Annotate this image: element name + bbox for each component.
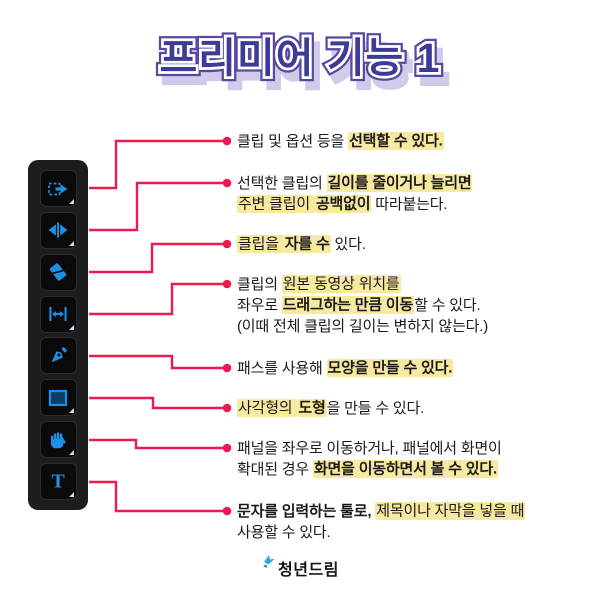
note-line: 클립 및 옵션 등을 선택할 수 있다. — [237, 131, 593, 152]
note-text-segment: 을 만들 수 있다. — [326, 399, 425, 417]
flyout-corner-icon — [68, 408, 74, 414]
note-text-segment: 도형 — [297, 399, 327, 417]
note-text-segment: 주변 클립이 — [237, 195, 315, 213]
note-block-5: 패스를 사용해 모양을 만들 수 있다. — [237, 358, 593, 379]
note-text-segment: 사각형의 — [237, 399, 298, 417]
note-line: 사용할 수 있다. — [237, 522, 593, 543]
connector-line — [89, 480, 224, 513]
flyout-corner-icon — [68, 491, 74, 497]
connector-dot — [222, 506, 232, 516]
note-text-segment: 할 수 있다. — [414, 296, 481, 314]
note-text-segment: 패스를 사용해 — [237, 359, 327, 377]
type-icon: T — [46, 469, 70, 493]
connector-line — [89, 181, 224, 232]
note-block-1: 클립 및 옵션 등을 선택할 수 있다. — [237, 131, 593, 152]
note-text-segment: 좌우로 — [237, 296, 282, 314]
tool-button-razor[interactable] — [39, 253, 77, 291]
tool-button-slip[interactable] — [39, 295, 77, 333]
note-text-segment: 모양을 만들 수 있다. — [326, 359, 454, 377]
page-title: 프리미어 기능 1 프리미어 기능 1 프리미어 기능 1 프리미어 기능 1 — [155, 30, 451, 95]
page-title-outline: 프리미어 기능 1 — [160, 35, 441, 81]
note-line: 문자를 입력하는 툴로, 제목이나 자막을 넣을 때 — [237, 501, 593, 522]
page-title-text: 프리미어 기능 1 — [160, 35, 441, 81]
pen-icon — [46, 344, 70, 368]
ripple-edit-icon — [46, 218, 70, 242]
flyout-corner-icon — [68, 450, 74, 456]
note-text-segment: 선택한 클립의 — [237, 174, 327, 192]
note-text-segment: 사용할 수 있다. — [237, 523, 331, 541]
note-text-segment: 자를 수 — [283, 235, 331, 253]
flyout-corner-icon — [68, 324, 74, 330]
note-line: 선택한 클립의 길이를 줄이거나 늘리면 — [237, 173, 593, 194]
note-line: 주변 클립이 공백없이 따라붙는다. — [237, 194, 593, 215]
connector-line — [89, 354, 224, 370]
note-block-3: 클립을 자를 수 있다. — [237, 234, 593, 255]
note-text-segment: 선택할 수 있다. — [348, 132, 444, 150]
logo-text: 청년드림 — [278, 562, 339, 579]
connector-dot — [222, 136, 232, 146]
note-line: 좌우로 드래그하는 만큼 이동할 수 있다. — [237, 295, 593, 316]
connector-dot — [222, 279, 232, 289]
note-text-segment: 드래그하는 만큼 이동 — [281, 296, 415, 314]
note-text-segment: 화면을 이동하면서 볼 수 있다. — [312, 460, 498, 478]
tool-button-type[interactable]: T — [39, 462, 77, 500]
note-text-segment: 확대된 경우 — [237, 460, 313, 478]
connector-line — [89, 396, 224, 410]
note-line: 확대된 경우 화면을 이동하면서 볼 수 있다. — [237, 459, 593, 480]
note-text-segment: 원본 동영상 위치를 — [281, 275, 401, 293]
toolbar: T — [28, 160, 88, 510]
footer-logo: 청년드림 — [0, 555, 600, 580]
tool-button-track-select-forward[interactable] — [39, 170, 77, 207]
note-text-segment: 제목이나 자막을 넣을 때 — [375, 502, 526, 520]
note-text-segment: 클립을 — [237, 235, 284, 253]
note-text-segment: 패널을 좌우로 이동하거나, 패널에서 화면이 — [237, 439, 502, 457]
note-text-segment: 길이를 줄이거나 늘리면 — [326, 174, 473, 192]
note-text-segment: 클립 및 옵션 등을 — [237, 132, 349, 150]
track-select-forward-icon — [46, 177, 70, 201]
rectangle-icon — [46, 386, 70, 410]
tool-button-hand[interactable] — [39, 421, 77, 459]
connector-dot — [222, 239, 232, 249]
note-text-segment: 클립의 — [237, 275, 282, 293]
logo-bird-icon — [263, 555, 276, 568]
note-line: 클립의 원본 동영상 위치를 — [237, 274, 593, 295]
page-title-inner-outline: 프리미어 기능 1 — [160, 35, 441, 81]
slip-icon — [46, 302, 70, 326]
note-line: 패널을 좌우로 이동하거나, 패널에서 화면이 — [237, 438, 593, 459]
note-line: 클립을 자를 수 있다. — [237, 234, 593, 255]
note-text-segment: (이때 전체 클립의 길이는 변하지 않는다.) — [237, 317, 488, 335]
page-title-shadow: 프리미어 기능 1 — [166, 44, 447, 90]
note-block-6: 사각형의 도형을 만들 수 있다. — [237, 398, 593, 419]
connector-dot — [222, 443, 232, 453]
tool-button-rectangle[interactable] — [39, 379, 77, 417]
connector-line — [89, 139, 224, 190]
tool-button-ripple-edit[interactable] — [39, 211, 77, 249]
hand-icon — [46, 428, 70, 452]
note-text-segment: 문자를 입력하는 툴로, — [237, 502, 376, 520]
connector-dot — [222, 178, 232, 188]
connector-line — [89, 242, 224, 274]
svg-text:T: T — [51, 471, 65, 493]
connector-dot — [222, 363, 232, 373]
note-line: 사각형의 도형을 만들 수 있다. — [237, 398, 593, 419]
flyout-corner-icon — [68, 240, 74, 246]
connector-line — [89, 282, 224, 316]
note-line: (이때 전체 클립의 길이는 변하지 않는다.) — [237, 316, 593, 337]
razor-icon — [46, 260, 70, 284]
note-text-segment: 공백없이 — [314, 195, 372, 213]
flyout-corner-icon — [68, 199, 74, 204]
note-line: 패스를 사용해 모양을 만들 수 있다. — [237, 358, 593, 379]
connector-dot — [222, 403, 232, 413]
connector-line — [89, 438, 224, 450]
note-text-segment: 있다. — [330, 235, 366, 253]
note-text-segment: 따라붙는다. — [371, 195, 448, 213]
tool-button-pen[interactable] — [39, 337, 77, 375]
